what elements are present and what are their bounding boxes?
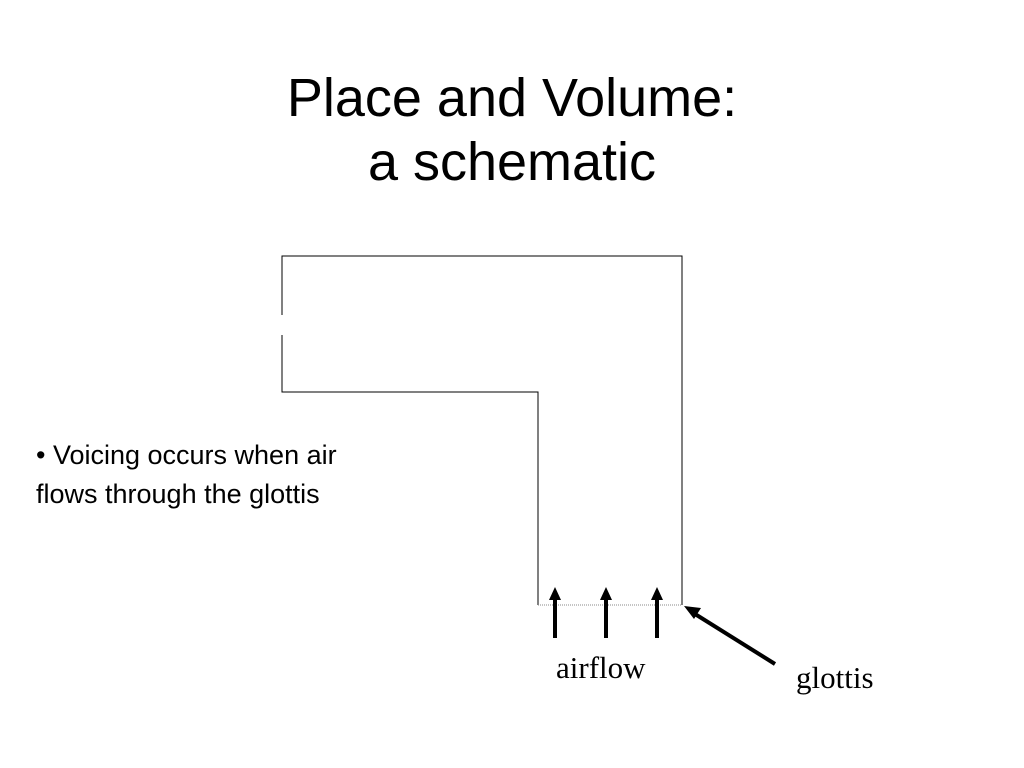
- airflow-arrowhead-2: [600, 587, 612, 600]
- airflow-label: airflow: [556, 650, 646, 685]
- title-line-1: Place and Volume:: [286, 68, 738, 128]
- airflow-arrows: [549, 587, 663, 638]
- bullet-line-2: flows through the glottis: [36, 479, 320, 509]
- slide-title: Place and Volume: a schematic: [0, 66, 1024, 194]
- tract-outer-wall: [281, 255, 683, 605]
- airflow-arrowhead-3: [651, 587, 663, 600]
- glottis-pointer-arrow: [693, 612, 777, 666]
- tract-inner-wall: [281, 335, 539, 605]
- glottis-label: glottis: [796, 660, 874, 695]
- glottis-pointer-arrowhead: [684, 606, 701, 619]
- airflow-arrowhead-1: [549, 587, 561, 600]
- bullet-text: • Voicing occurs when air flows through …: [36, 436, 456, 514]
- bullet-line-1: • Voicing occurs when air: [36, 440, 337, 470]
- title-line-2: a schematic: [367, 132, 657, 192]
